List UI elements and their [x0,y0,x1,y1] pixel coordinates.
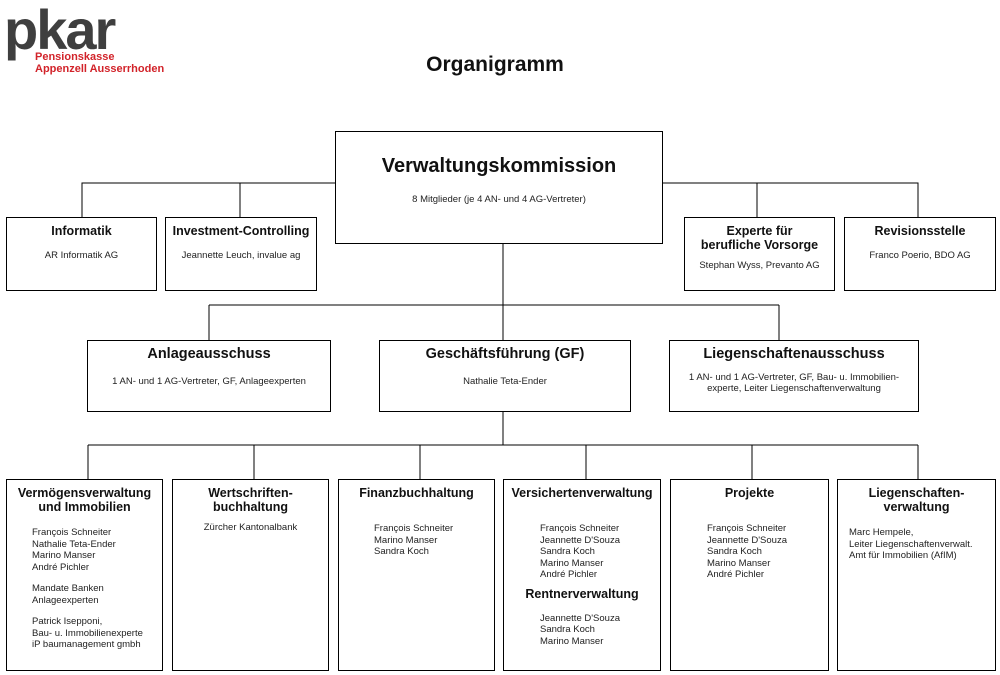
connector-gf-departments [87,412,919,479]
person-line: François Schneiter [540,523,620,534]
box-geschaeftsfuehrung: Geschäftsführung (GF) Nathalie Teta-Ende… [379,340,631,412]
person-group: François Schneiter Nathalie Teta-Ender M… [32,527,162,573]
box-investment-controlling: Investment-Controlling Jeannette Leuch, … [165,217,317,291]
person-line: Marino Manser [374,534,438,546]
person-line: Marino Manser [540,635,604,647]
person-group: Mandate Banken Anlageexperten [32,583,162,606]
box-experte-vorsorge: Experte für berufliche Vorsorge Stephan … [684,217,835,291]
box-liegenschaftenausschuss: Liegenschaftenausschuss 1 AN- und 1 AG-V… [669,340,919,412]
box-desc: Stephan Wyss, Prevanto AG [699,260,820,271]
box-title-line: Experte für [726,224,793,238]
person-line: Sandra Koch [540,546,595,557]
box-title: Finanzbuchhaltung [359,486,474,500]
box-desc-line: experte, Leiter Liegenschaftenverwaltung [707,383,881,394]
person-line: Marino Manser [707,557,771,569]
box-title: Investment-Controlling [172,224,310,238]
box-title-line: Liegenschaften- [868,486,965,500]
person-line: Anlageexperten [32,594,99,606]
box-title: Revisionsstelle [874,224,966,238]
page-title: Organigramm [426,53,564,76]
logo-mark: pkar [4,0,116,61]
box-wertschriftenbuchhaltung: Wertschriften- buchhaltung Zürcher Kanto… [172,479,329,671]
person-line: André Pichler [707,569,765,580]
person-line: Sandra Koch [374,546,429,557]
person-line: Bau- u. Immobilienexperte [32,627,143,639]
person-line: Sandra Koch [540,624,595,635]
person-line: Marino Manser [540,557,604,569]
person-line: Sandra Koch [707,546,762,557]
box-versichertenverwaltung: Versichertenverwaltung François Schneite… [503,479,661,671]
box-title-line: Wertschriften- [208,486,293,500]
person-line: Mandate Banken [32,583,104,594]
box-title: Liegenschaftenausschuss [703,346,885,362]
box-vermoegensverwaltung: Vermögensverwaltung und Immobilien Franç… [6,479,163,671]
box-liegenschaftenverwaltung: Liegenschaften- verwaltung Marc Hempele,… [837,479,996,671]
person-line: Leiter Liegenschaftenverwalt. [849,538,973,550]
box-desc-line: 1 AN- und 1 AG-Vertreter, GF, Bau- u. Im… [688,372,900,383]
box-anlageausschuss: Anlageausschuss 1 AN- und 1 AG-Vertreter… [87,340,331,412]
box-title: Versichertenverwaltung [511,486,653,500]
person-line: Marc Hempele, [849,527,914,538]
person-line: Amt für Immobilien (AfIM) [849,550,957,561]
box-title-line: buchhaltung [213,500,288,514]
box-desc: Franco Poerio, BDO AG [869,250,971,261]
person-line: Marino Manser [32,550,96,561]
box-title: Projekte [724,486,775,500]
box-verwaltungskommission: Verwaltungskommission 8 Mitglieder (je 4… [335,131,663,244]
person-line: Jeannette D'Souza [540,612,620,624]
box-desc: 1 AN- und 1 AG-Vertreter, GF, Anlageexpe… [112,376,306,387]
box-desc: 8 Mitglieder (je 4 AN- und 4 AG-Vertrete… [412,194,586,205]
sub-title-rentnerverwaltung: Rentnerverwaltung [525,586,639,601]
person-line: François Schneiter [32,527,112,538]
connector-root-right [663,182,919,217]
box-title-line: berufliche Vorsorge [700,238,819,252]
person-line: Jeannette D'Souza [540,534,620,546]
person-line: François Schneiter [374,523,454,534]
box-title: Verwaltungskommission [381,155,617,177]
person-line: François Schneiter [707,523,787,534]
box-title-line: und Immobilien [38,500,131,514]
connector-root-middle [208,243,780,340]
person-line: Patrick Isepponi, [32,616,103,627]
person-line: André Pichler [32,561,90,573]
person-line: Jeannette D'Souza [707,534,787,546]
box-title-line: verwaltung [883,500,950,514]
person-line: André Pichler [540,569,598,580]
connector-root-left [81,182,335,217]
logo-line-1: Pensionskasse [35,51,115,63]
box-desc: AR Informatik AG [44,250,119,261]
logo-line-2: Appenzell Ausserrhoden [35,63,165,75]
box-title: Geschäftsführung (GF) [425,346,585,362]
person-line: Nathalie Teta-Ender [32,538,116,550]
box-informatik: Informatik AR Informatik AG [6,217,157,291]
person-line: iP baumanagement gmbh [32,639,141,650]
box-projekte: Projekte François Schneiter Jeannette D'… [670,479,829,671]
box-finanzbuchhaltung: Finanzbuchhaltung François Schneiter Mar… [338,479,495,671]
box-revisionsstelle: Revisionsstelle Franco Poerio, BDO AG [844,217,996,291]
box-title: Informatik [51,224,112,238]
box-title: Anlageausschuss [147,346,271,362]
box-desc: Nathalie Teta-Ender [463,376,547,387]
box-desc: Jeannette Leuch, invalue ag [181,250,301,261]
person-group: Patrick Isepponi, Bau- u. Immobilienexpe… [32,616,162,651]
box-desc: Zürcher Kantonalbank [203,522,298,533]
box-title-line: Vermögensverwaltung [17,486,152,500]
